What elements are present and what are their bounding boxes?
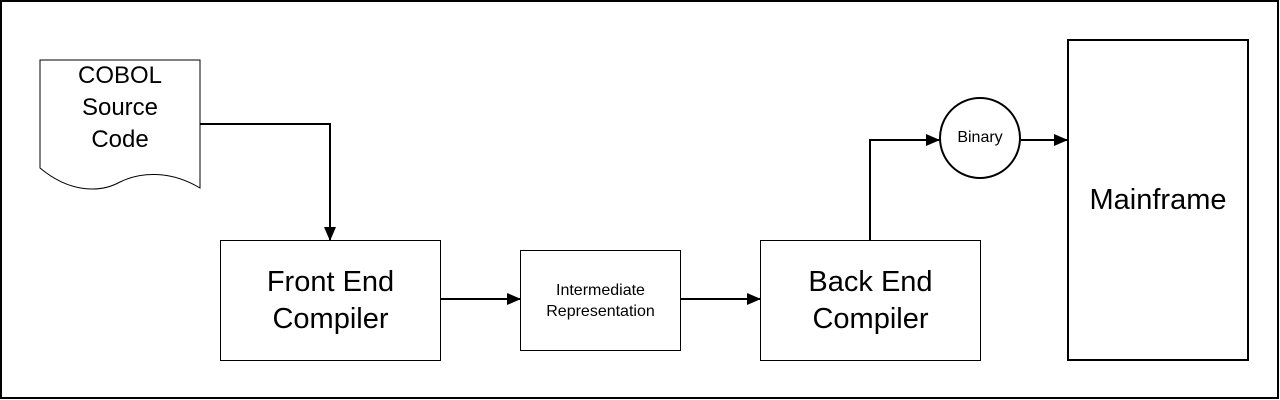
source-document-shape — [39, 59, 201, 190]
intermediate-representation-box — [520, 250, 681, 351]
front-end-compiler-box — [220, 240, 441, 361]
edge-back-end-to-binary — [869, 134, 940, 240]
mainframe-box — [1067, 39, 1249, 361]
back-end-compiler-label: Back End Compiler — [808, 265, 933, 335]
back-end-compiler-box — [760, 240, 981, 361]
front-end-compiler-label: Front End Compiler — [266, 265, 395, 335]
mainframe-label: Mainframe — [1089, 184, 1227, 216]
binary-label: Binary — [957, 129, 1003, 146]
source-document-label: COBOL Source Code — [77, 62, 163, 153]
binary-circle — [939, 97, 1021, 179]
edge-source-to-front-end — [200, 123, 336, 241]
intermediate-representation-label: Intermediate Representation — [546, 281, 655, 320]
